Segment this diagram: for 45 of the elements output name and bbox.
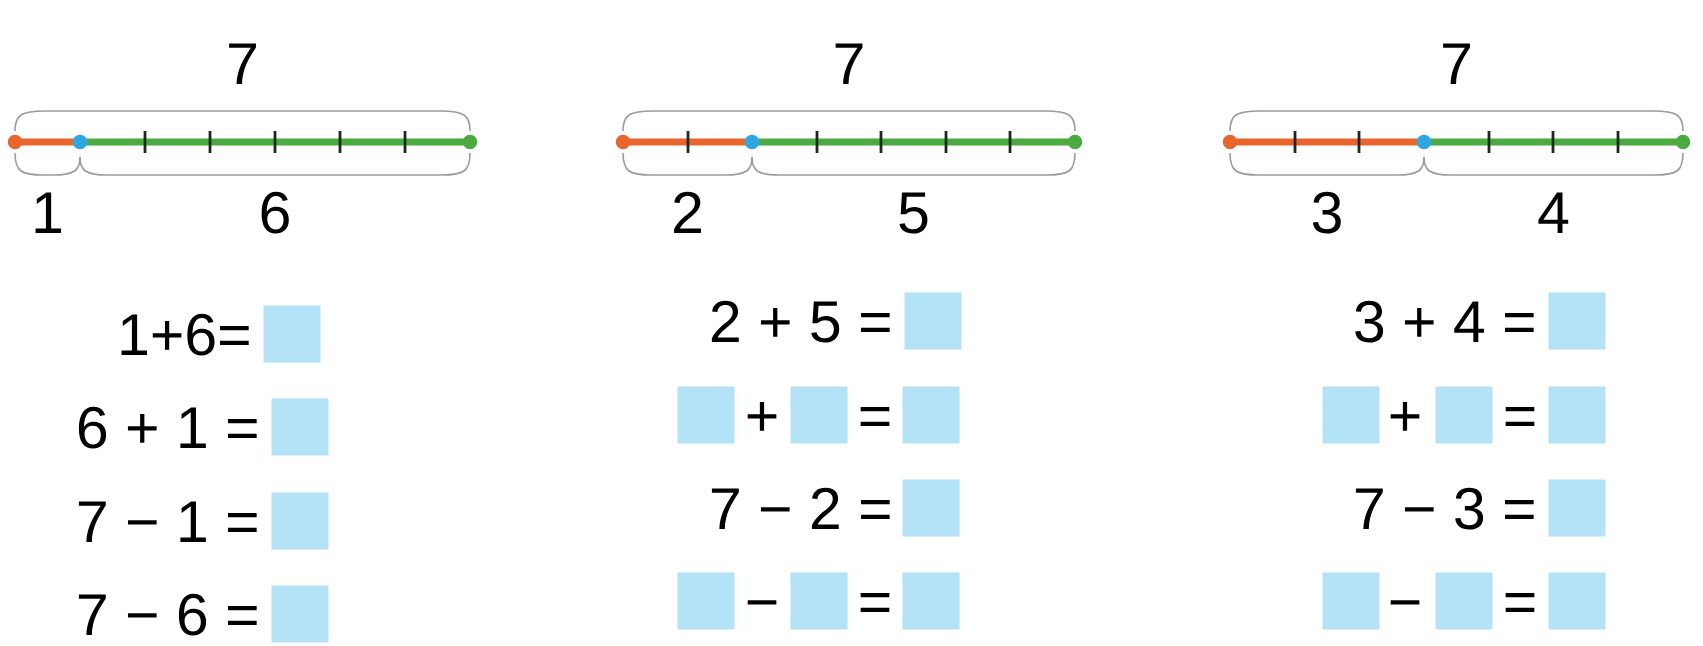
answer-box (902, 479, 960, 537)
equals-sign: = (1505, 407, 1535, 427)
answer-box (271, 492, 329, 550)
answer-box (790, 572, 848, 630)
equals-sign: = (860, 593, 890, 613)
answer-box (1548, 479, 1606, 537)
equation-text: 7 − 2 = (711, 487, 890, 529)
answer-box (902, 386, 960, 444)
brace-label: 7 (835, 43, 863, 84)
operator-sign: + (747, 401, 777, 431)
answer-box (1548, 292, 1606, 350)
answer-box (904, 292, 962, 350)
brace-label: 4 (1538, 192, 1569, 233)
answer-box (271, 398, 329, 456)
answer-box (1322, 572, 1380, 630)
answer-box (271, 585, 329, 643)
equals-sign: = (860, 407, 890, 427)
brace-label: 2 (674, 191, 701, 233)
equation-text: 1+6= (121, 313, 249, 356)
operator-sign: − (1390, 600, 1420, 605)
equation-text: 7 − 3 = (1355, 487, 1534, 530)
answer-box (790, 386, 848, 444)
operator-sign: + (1390, 401, 1420, 431)
operator-sign: − (747, 600, 777, 605)
brace-label: 6 (261, 191, 289, 234)
answer-box (1548, 572, 1606, 630)
answer-box (902, 572, 960, 630)
brace-label: 7 (229, 43, 256, 84)
answer-box (1322, 386, 1380, 444)
answer-box (263, 305, 321, 363)
equals-sign: = (1505, 593, 1535, 613)
answer-box (1435, 386, 1493, 444)
brace-label: 7 (1443, 43, 1470, 84)
answer-box (677, 386, 735, 444)
equation-text: 3 + 4 = (1355, 300, 1534, 343)
equation-text: 2 + 5 = (711, 300, 890, 343)
brace-label: 1 (35, 192, 62, 233)
equation-text: 7 − 6 = (78, 593, 257, 636)
equation-text: 7 − 1 = (78, 501, 257, 542)
brace-label: 5 (899, 192, 928, 234)
answer-box (1435, 572, 1493, 630)
equation-text: 6 + 1 = (78, 406, 257, 449)
answer-box (1548, 386, 1606, 444)
brace-label: 3 (1312, 191, 1341, 234)
answer-box (677, 572, 735, 630)
